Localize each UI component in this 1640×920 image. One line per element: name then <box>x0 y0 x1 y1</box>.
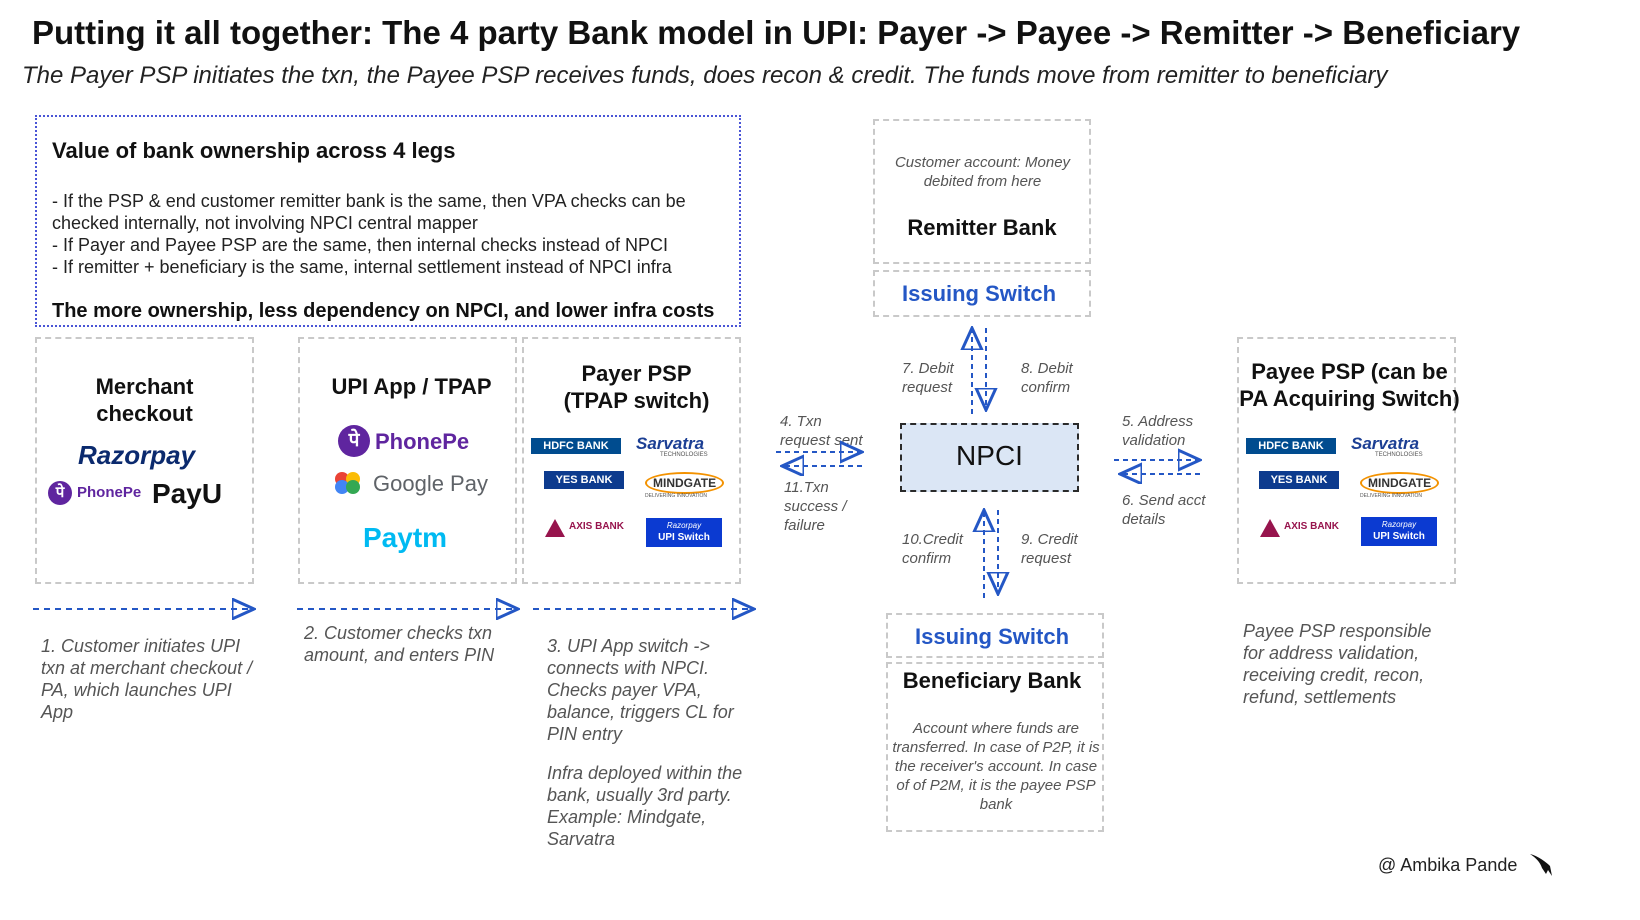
remitter-switch-box <box>873 270 1091 317</box>
payer-psp-note: Infra deployed within the bank, usually … <box>547 763 743 849</box>
mindgate-sub: DELIVERING INNOVATION <box>1360 493 1423 499</box>
flow-label-credit-confirm: 10.Credit confirm <box>902 531 963 567</box>
beneficiary-title: Beneficiary Bank <box>902 668 1082 693</box>
yes-bank-logo: YES BANK <box>544 471 624 489</box>
paytm-logo: Paytm <box>363 522 448 553</box>
phonepe-icon: पे <box>338 425 370 457</box>
flow-arrows-npci-right <box>1114 448 1208 484</box>
upi-app-title: UPI App / TPAP <box>331 374 492 399</box>
bird-icon <box>1528 848 1558 878</box>
razorpay-small-text: Razorpay <box>1381 520 1417 529</box>
sarvatra-logo: Sarvatra <box>1351 434 1420 453</box>
flow-label-txn-result: 11.Txn success / failure <box>784 479 847 534</box>
remitter-bank-box <box>873 119 1091 264</box>
phonepe-icon: पे <box>48 481 72 505</box>
upi-app-box <box>298 337 517 584</box>
value-box-body: - If the PSP & end customer remitter ban… <box>52 191 686 277</box>
hdfc-logo: HDFC BANK <box>531 438 621 454</box>
axis-logo: AXIS BANK <box>1284 521 1340 532</box>
sarvatra-sub: TECHNOLOGIES <box>660 452 708 458</box>
author-credit: @ Ambika Pande <box>1378 855 1518 875</box>
payer-psp-title: Payer PSP (TPAP switch) <box>563 361 710 413</box>
flow-arrows-bottom <box>33 598 780 620</box>
beneficiary-switch-box <box>886 613 1104 658</box>
payu-logo: PayU <box>152 478 223 509</box>
upi-switch-text: UPI Switch <box>1373 531 1425 542</box>
beneficiary-note: Account where funds are transferred. In … <box>892 720 1100 813</box>
merchant-box <box>35 337 254 584</box>
beneficiary-bank-box <box>886 662 1104 832</box>
mindgate-sub: DELIVERING INNOVATION <box>645 493 708 499</box>
payer-psp-box <box>522 337 741 584</box>
flow-label-send-acct: 6. Send acct details <box>1122 492 1206 528</box>
mindgate-logo: MINDGATE <box>1360 472 1440 494</box>
payee-psp-title: Payee PSP (can be PA Acquiring Switch) <box>1239 359 1460 411</box>
npci-box <box>900 423 1079 492</box>
step-1-text: 1. Customer initiates UPI txn at merchan… <box>41 636 253 722</box>
axis-icon <box>545 519 565 537</box>
razorpay-upi-switch-logo: Razorpay UPI Switch <box>646 518 722 547</box>
page-title: Putting it all together: The 4 party Ban… <box>32 14 1521 51</box>
step-3-text: 3. UPI App switch -> connects with NPCI.… <box>547 636 734 744</box>
phonepe-logo-small: PhonePe <box>77 484 142 501</box>
razorpay-upi-switch-logo: Razorpay UPI Switch <box>1361 517 1437 546</box>
value-box-heading: Value of bank ownership across 4 legs <box>52 138 456 163</box>
axis-logo: AXIS BANK <box>569 521 625 532</box>
payee-psp-box <box>1237 337 1456 584</box>
value-box <box>35 115 741 327</box>
sarvatra-sub: TECHNOLOGIES <box>1375 452 1423 458</box>
flow-label-credit-request: 9. Credit request <box>1021 531 1078 567</box>
hdfc-logo: HDFC BANK <box>1246 438 1336 454</box>
remitter-switch-label: Issuing Switch <box>901 281 1057 306</box>
remitter-note: Customer account: Money debited from her… <box>894 154 1071 190</box>
razorpay-small-text: Razorpay <box>666 521 702 530</box>
remitter-title: Remitter Bank <box>907 215 1057 240</box>
value-box-footer: The more ownership, less dependency on N… <box>52 300 715 322</box>
beneficiary-switch-label: Issuing Switch <box>914 624 1070 649</box>
flow-arrows-npci-left <box>776 440 870 476</box>
upi-switch-text: UPI Switch <box>658 532 710 543</box>
google-pay-icon <box>333 470 363 496</box>
phonepe-logo: PhonePe <box>375 429 470 454</box>
flow-arrows-npci-top <box>960 324 1000 414</box>
flow-label-debit-confirm: 8. Debit confirm <box>1021 360 1073 396</box>
page-subtitle: The Payer PSP initiates the txn, the Pay… <box>22 62 1388 89</box>
merchant-title: Merchant checkout <box>95 374 194 426</box>
step-2-text: 2. Customer checks txn amount, and enter… <box>304 623 495 665</box>
razorpay-logo: Razorpay <box>78 440 196 470</box>
yes-bank-logo: YES BANK <box>1259 471 1339 489</box>
mindgate-logo: MINDGATE <box>645 472 725 494</box>
google-pay-logo: Google Pay <box>373 471 488 496</box>
flow-label-debit-request: 7. Debit request <box>902 360 954 396</box>
npci-label: NPCI <box>956 440 1023 471</box>
flow-arrows-npci-bottom <box>972 506 1012 598</box>
axis-icon <box>1260 519 1280 537</box>
payee-psp-note: Payee PSP responsible for address valida… <box>1243 621 1432 707</box>
sarvatra-logo: Sarvatra <box>636 434 705 453</box>
flow-label-address-validation: 5. Address validation <box>1122 413 1194 449</box>
